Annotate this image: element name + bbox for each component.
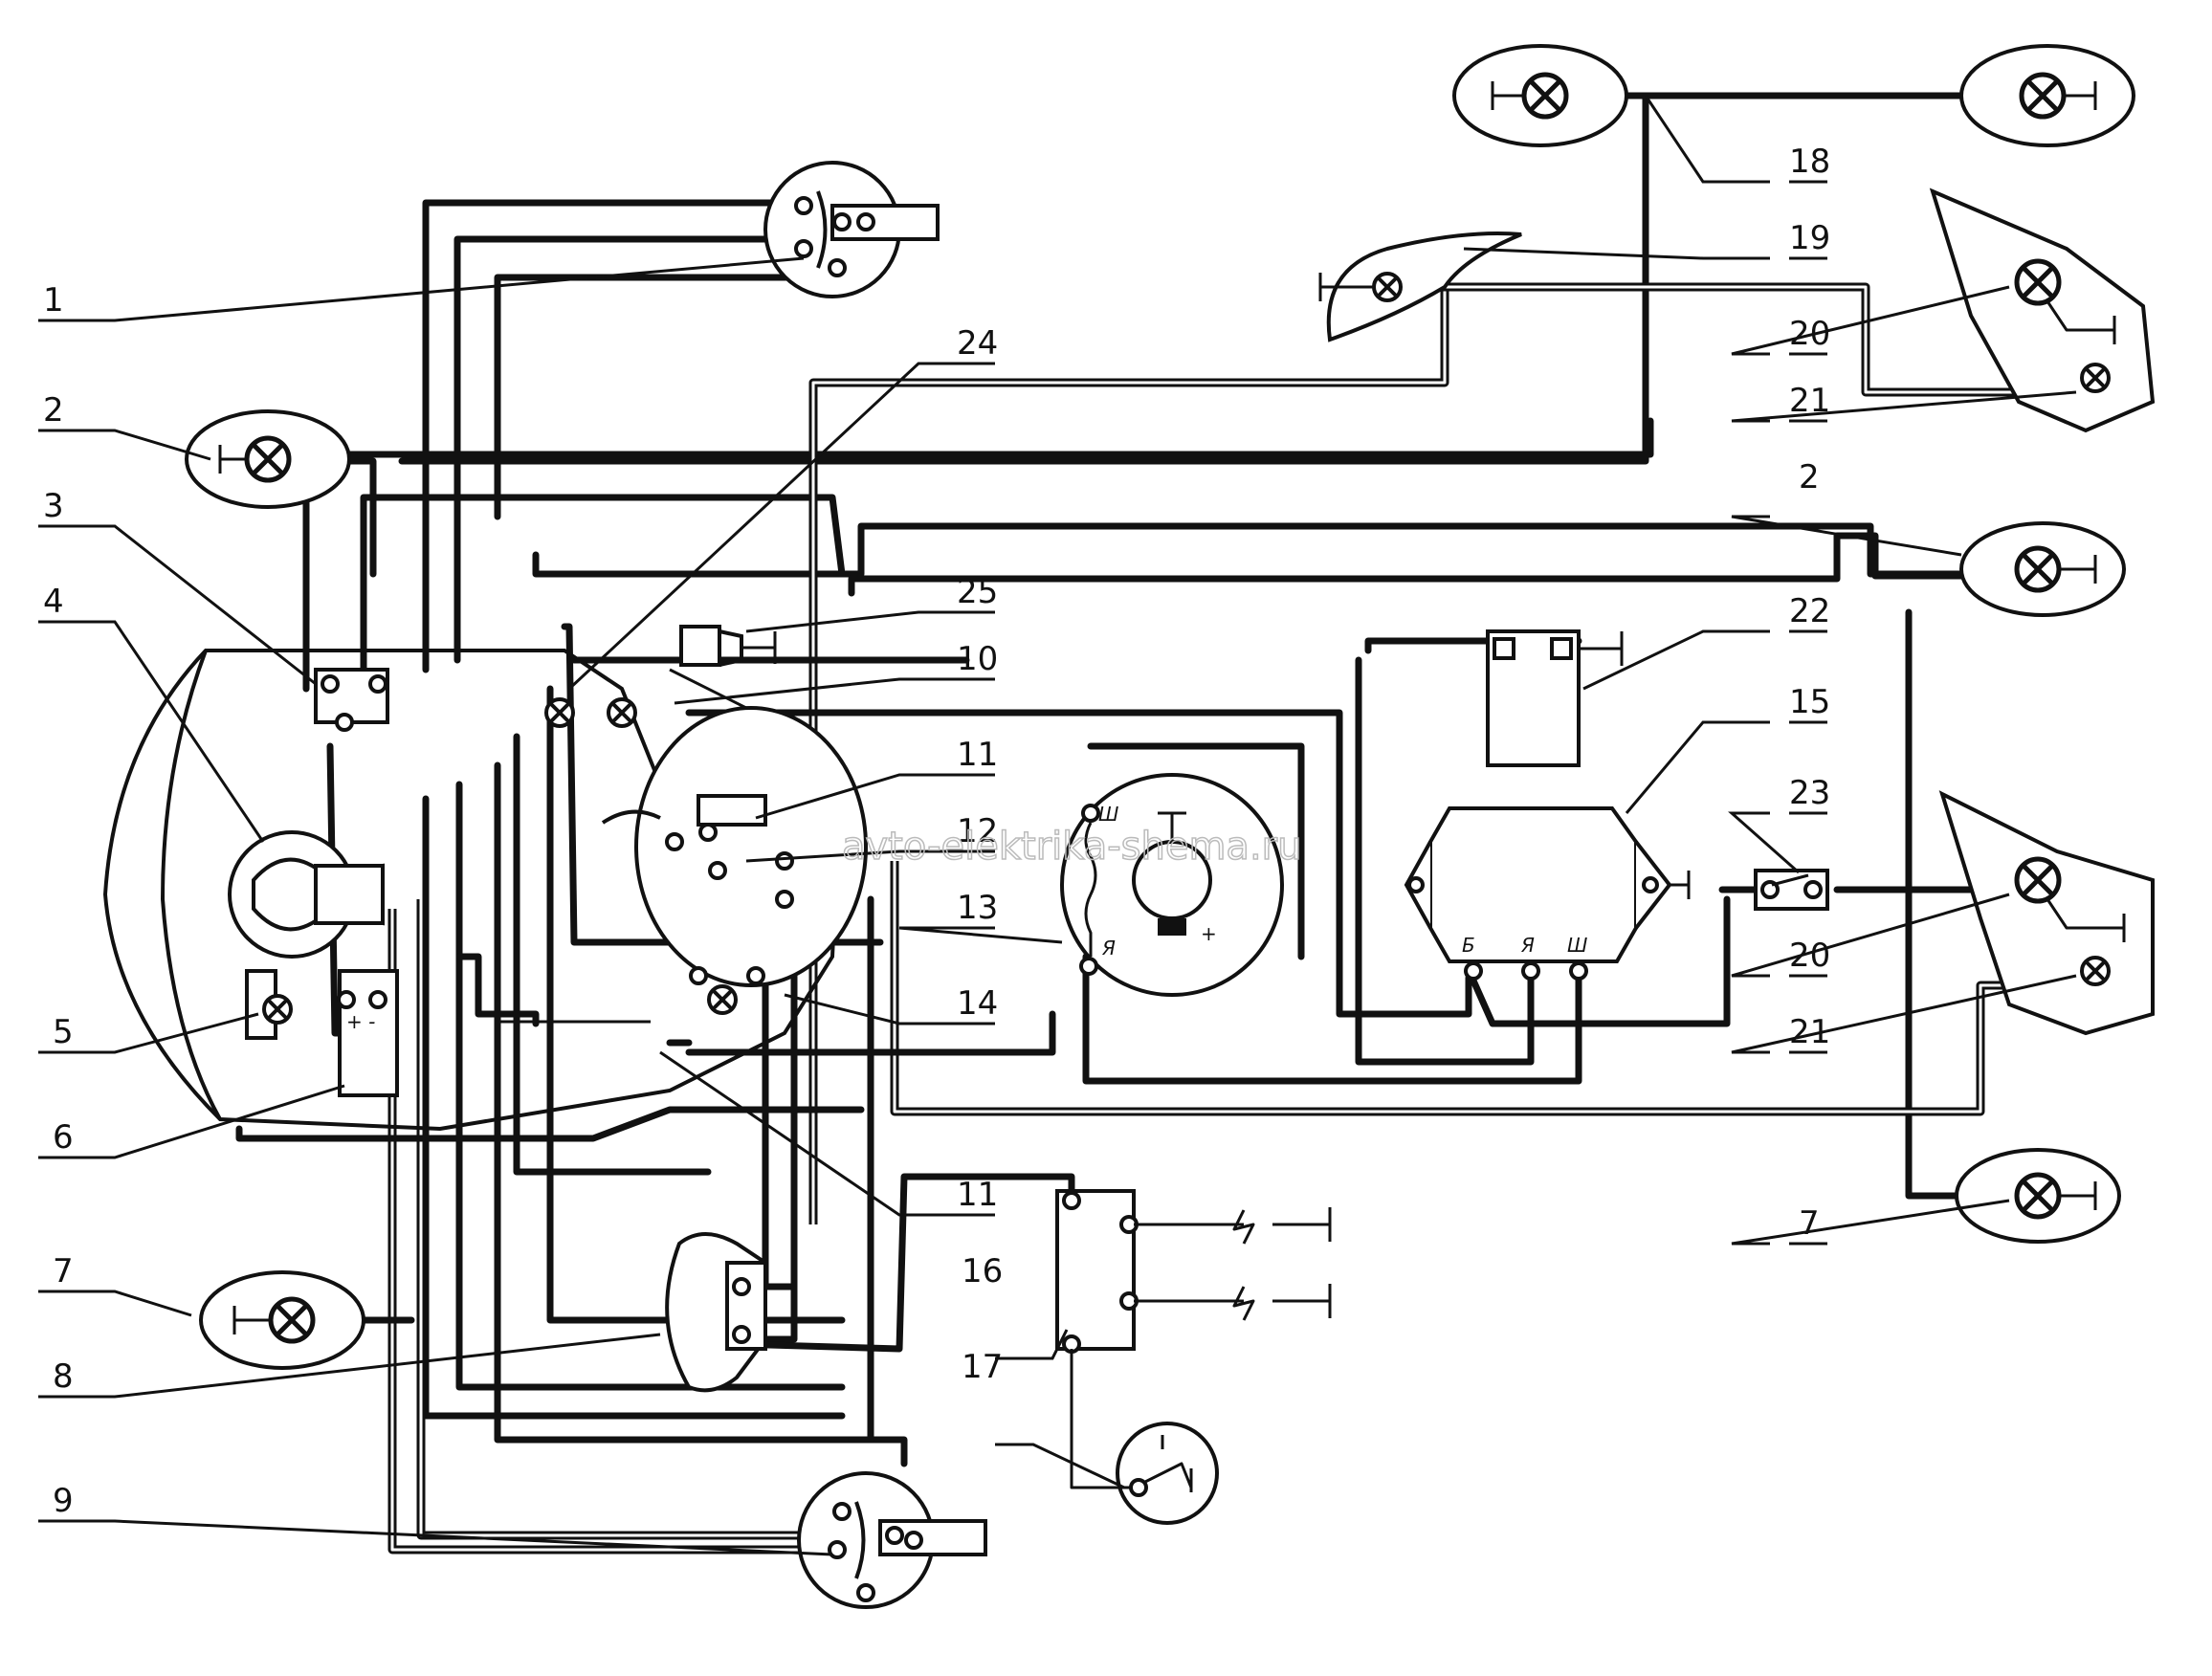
generator-terminal-plus: +: [1201, 922, 1217, 945]
callout-20-bottom: 20: [1789, 937, 1830, 975]
headlamp-bulb: [228, 830, 385, 959]
ignition-coil: [1055, 1189, 1332, 1354]
callout-3: 3: [43, 487, 64, 525]
generator-terminal-sh: Ш: [1098, 803, 1118, 826]
right-turn-rear-lamp: [1955, 1148, 2121, 1244]
callout-21-top: 21: [1789, 382, 1830, 420]
left-turn-rear-lamp: [199, 1270, 365, 1370]
regulator-terminal-ya: Я: [1520, 934, 1535, 957]
generator-terminal-ya: Я: [1101, 937, 1116, 959]
regulator-terminal-sh: Ш: [1567, 934, 1587, 957]
rear-lamps-pair: [1452, 44, 2135, 147]
callout-8: 8: [53, 1357, 74, 1396]
callout-2: 2: [43, 391, 64, 430]
callout-2-right: 2: [1799, 458, 1820, 496]
callout-underlines: [957, 180, 1827, 1246]
side-lamp-19: [1318, 232, 1522, 342]
callout-25: 25: [957, 573, 998, 611]
ammeter-block: + -: [337, 969, 399, 1097]
callout-22: 22: [1789, 592, 1830, 630]
right-turn-front-lamp: [1959, 521, 2126, 617]
callout-11-top: 11: [957, 736, 998, 774]
callout-10: 10: [957, 640, 998, 678]
callout-5: 5: [53, 1013, 74, 1051]
callout-1: 1: [43, 281, 64, 320]
fuse: [1754, 869, 1829, 911]
callout-23: 23: [1789, 774, 1830, 812]
generator: Ш Я +: [1060, 773, 1284, 997]
callout-7-right: 7: [1799, 1204, 1820, 1243]
callout-19: 19: [1789, 219, 1830, 257]
callout-16: 16: [962, 1252, 1003, 1290]
callout-12: 12: [957, 812, 998, 850]
battery: [1486, 629, 1624, 767]
callout-17: 17: [962, 1348, 1003, 1386]
breaker: [1070, 1349, 1219, 1525]
callout-9: 9: [53, 1482, 74, 1520]
rear-light-lower: [1938, 790, 2155, 1036]
rear-light-upper: [1929, 187, 2156, 433]
warning-bulb: [679, 625, 777, 667]
callout-14: 14: [957, 984, 998, 1023]
callout-4: 4: [43, 583, 64, 621]
callout-15: 15: [1789, 683, 1830, 721]
callout-numbers: 1 2 3 4 5 6 7 8 9 10 11 12 13 14 11 16 1…: [43, 143, 1830, 1520]
callout-13: 13: [957, 889, 998, 927]
instrument-cluster: [544, 697, 868, 1015]
callout-6: 6: [53, 1118, 74, 1157]
regulator-terminal-b: Б: [1462, 934, 1475, 957]
callout-11-bottom: 11: [957, 1176, 998, 1214]
terminal-label-battery: + -: [346, 1010, 375, 1033]
callout-24: 24: [957, 324, 998, 363]
horn: [665, 1232, 767, 1393]
connector-block: [314, 668, 389, 732]
callout-20-top: 20: [1789, 315, 1830, 353]
callout-18: 18: [1789, 143, 1830, 181]
handlebar-switch-top: [763, 161, 940, 298]
left-turn-front-lamp: [185, 409, 351, 509]
callout-21-bottom: 21: [1789, 1013, 1830, 1051]
callout-7-left: 7: [53, 1252, 74, 1290]
watermark-text: avto-elektrika-shema.ru: [842, 825, 1301, 869]
relay-regulator: Б Я Ш: [1404, 806, 1691, 981]
parking-lamp: [245, 969, 293, 1040]
handlebar-switch-bottom: [797, 1471, 987, 1609]
